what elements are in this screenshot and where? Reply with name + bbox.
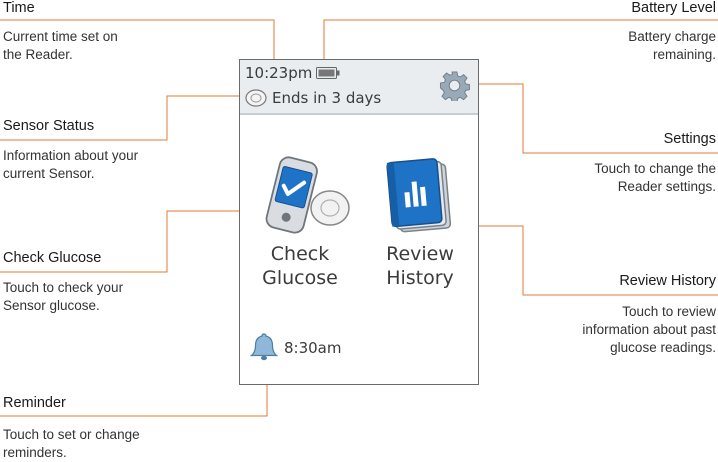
review-history-button[interactable]: Review History	[368, 152, 472, 292]
check-glucose-callout-title: Check Glucose	[3, 250, 102, 266]
review-history-label-line1: Review	[386, 243, 454, 265]
reader-screen: 10:23pm Ends in 3 days	[239, 59, 479, 385]
review-history-callout-desc: Touch to review information about past g…	[582, 304, 716, 355]
check-glucose-label-line2: Glucose	[262, 267, 338, 289]
check-glucose-button[interactable]: Check Glucose	[248, 152, 352, 292]
time-callout-desc: Current time set on the Reader.	[3, 29, 118, 62]
logbook-icon	[386, 158, 452, 233]
time-display: 10:23pm	[245, 64, 313, 82]
reminder-callout-title: Reminder	[3, 395, 66, 411]
bell-icon	[250, 333, 278, 361]
reminder-time: 8:30am	[284, 339, 342, 357]
battery-level-callout-desc: Battery charge remaining.	[628, 29, 716, 62]
reminder-callout-desc: Touch to set or change reminders.	[3, 427, 140, 460]
status-bar: 10:23pm Ends in 3 days	[240, 60, 478, 115]
sensor-status-text: Ends in 3 days	[272, 89, 382, 107]
reader-check-icon	[265, 156, 350, 234]
check-glucose-callout-desc: Touch to check your Sensor glucose.	[3, 280, 124, 313]
settings-callout-desc: Touch to change the Reader settings.	[594, 161, 716, 194]
review-history-callout-title: Review History	[619, 273, 716, 289]
gear-icon[interactable]	[439, 70, 470, 101]
sensor-icon	[245, 89, 267, 107]
check-glucose-label-line1: Check	[270, 243, 330, 265]
settings-callout-title: Settings	[663, 131, 716, 147]
sensor-status-callout-desc: Information about your current Sensor.	[3, 148, 139, 181]
review-history-label-line2: History	[386, 267, 454, 289]
sensor-status-callout-title: Sensor Status	[3, 118, 95, 134]
time-callout-title: Time	[3, 0, 35, 16]
battery-level-callout-title: Battery Level	[631, 0, 716, 16]
reminder-button[interactable]: 8:30am	[248, 330, 358, 366]
battery-icon	[316, 67, 340, 79]
